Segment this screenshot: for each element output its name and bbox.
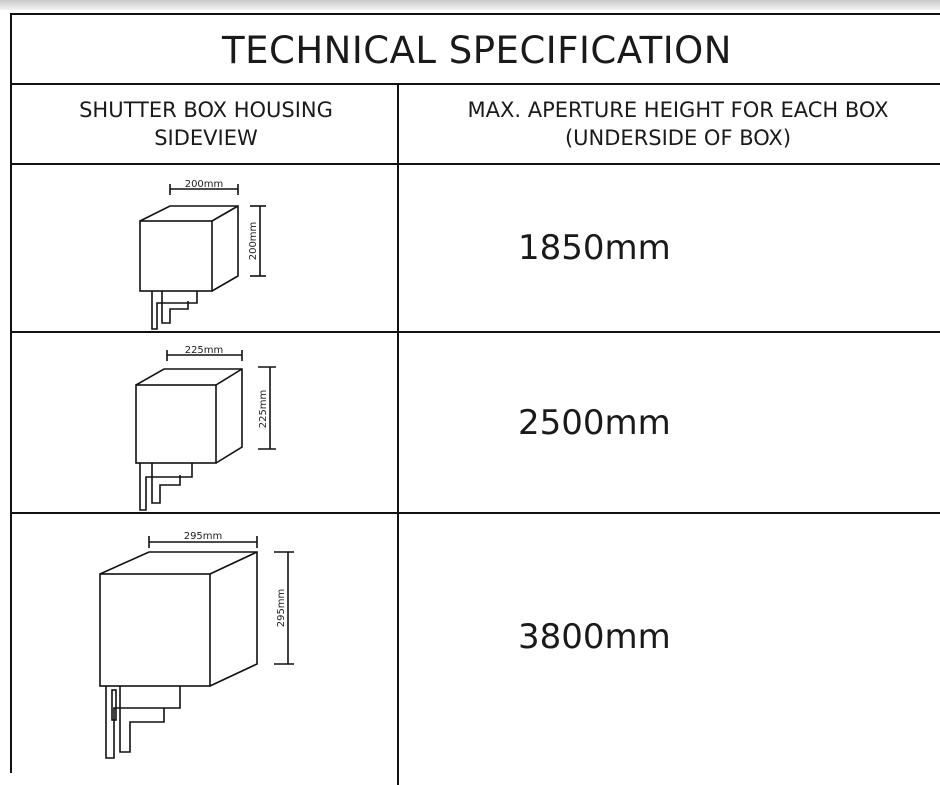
max-height-value: 2500mm (518, 402, 671, 443)
divider (12, 163, 940, 165)
table-row-225: 225mm 225mm (12, 333, 397, 512)
shutter-box-295-diagram: 295mm 295mm (99, 531, 294, 759)
spec-table: TECHNICAL SPECIFICATION SHUTTER BOX HOUS… (10, 13, 940, 785)
max-height-value: 1850mm (518, 228, 671, 268)
divider (12, 83, 940, 85)
shutter-box-200-diagram: 200mm 200mm (139, 179, 266, 330)
height-dimension-label: 225mm (258, 390, 269, 429)
column-header-line: SIDEVIEW (154, 126, 258, 150)
column-header-aperture: MAX. APERTURE HEIGHT FOR EACH BOX (UNDER… (404, 89, 940, 159)
column-divider (397, 85, 399, 785)
column-header-line: MAX. APERTURE HEIGHT FOR EACH BOX (467, 98, 889, 122)
max-height-value: 3800mm (518, 617, 671, 657)
table-row-295: 295mm 295mm (12, 514, 397, 760)
height-dimension-label: 295mm (276, 589, 287, 628)
column-header-housing: SHUTTER BOX HOUSING SIDEVIEW (26, 89, 386, 159)
column-header-line: (UNDERSIDE OF BOX) (564, 126, 792, 150)
width-dimension-label: 200mm (185, 179, 224, 190)
width-dimension-label: 295mm (184, 531, 223, 542)
column-header-line: SHUTTER BOX HOUSING (79, 98, 333, 122)
width-dimension-label: 225mm (185, 345, 224, 356)
height-dimension-label: 200mm (248, 222, 259, 261)
divider (12, 512, 940, 514)
table-row-200: 200mm 200mm (12, 165, 397, 331)
divider (12, 331, 940, 333)
shutter-box-225-diagram: 225mm 225mm (135, 345, 276, 511)
top-shadow-band (0, 0, 940, 10)
table-title: TECHNICAL SPECIFICATION (222, 28, 732, 72)
